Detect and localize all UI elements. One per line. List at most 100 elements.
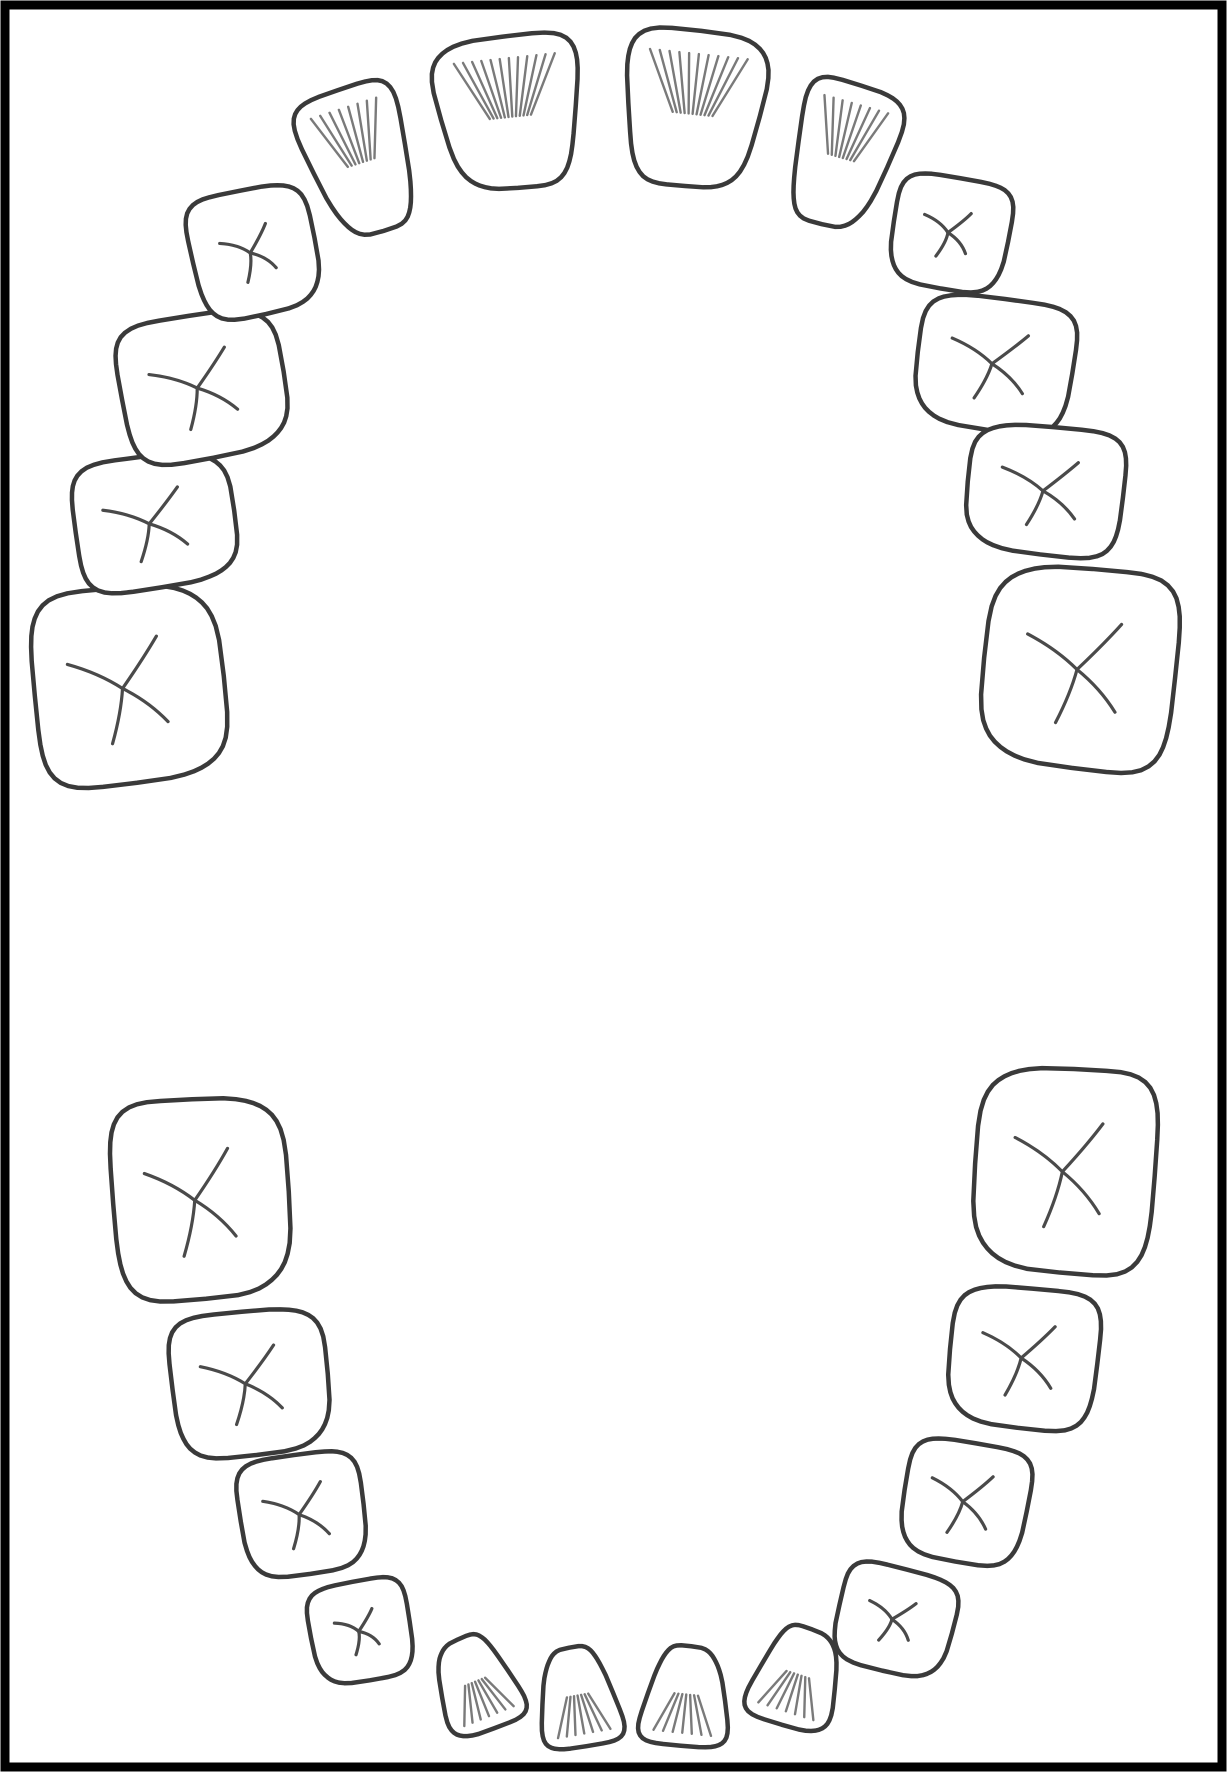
occlusal-groove: [193, 1198, 238, 1238]
enamel-hatch: [793, 1674, 803, 1716]
occlusal-groove: [120, 634, 158, 691]
enamel-hatch: [845, 106, 872, 161]
enamel-hatch: [658, 48, 678, 114]
enamel-hatch: [841, 104, 862, 160]
enamel-hatch: [467, 1683, 474, 1724]
enamel-hatch: [703, 55, 730, 117]
enamel-hatch: [687, 51, 691, 115]
enamel-hatch: [319, 114, 353, 167]
occlusal-groove: [1075, 622, 1124, 672]
occlusal-groove: [246, 251, 253, 284]
occlusal-groove: [234, 1382, 247, 1427]
enamel-hatch: [461, 61, 495, 120]
enamel-hatch: [671, 1692, 684, 1733]
occlusal-groove: [189, 386, 199, 432]
enamel-hatch: [587, 1692, 612, 1731]
tooth-u-r-molar-1: [69, 451, 240, 596]
occlusal-groove: [101, 508, 151, 526]
enamel-hatch: [518, 54, 529, 117]
occlusal-groove: [1000, 465, 1045, 493]
enamel-hatch: [678, 50, 686, 115]
enamel-hatch: [483, 1676, 515, 1708]
occlusal-groove: [890, 1617, 910, 1642]
enamel-hatch: [757, 1669, 788, 1704]
enamel-hatch: [498, 57, 510, 119]
enamel-hatch: [522, 54, 538, 117]
occlusal-groove: [1075, 667, 1117, 714]
enamel-hatch: [823, 93, 830, 155]
tooth-u-r-premolar-2: [113, 308, 290, 468]
enamel-hatch: [572, 1694, 577, 1737]
tooth-outline: [888, 171, 1016, 295]
occlusal-groove: [961, 1475, 995, 1504]
enamel-hatch: [711, 58, 749, 118]
enamel-hatch: [707, 57, 740, 117]
enamel-hatch: [365, 99, 372, 161]
tooth-outline: [899, 1436, 1035, 1569]
tooth-outline: [832, 1559, 961, 1679]
occlusal-groove: [946, 230, 968, 256]
enamel-hatch: [849, 109, 881, 162]
enamel-hatch: [692, 1694, 703, 1737]
occlusal-groove: [930, 1476, 965, 1504]
enamel-hatch: [837, 101, 853, 159]
enamel-hatch: [463, 1684, 467, 1728]
enamel-hatch: [309, 117, 350, 169]
enamel-hatch: [346, 105, 365, 164]
tooth-u-l-canine: [888, 171, 1016, 295]
tooth-outline: [436, 1631, 529, 1739]
lower-arch: [107, 1065, 1161, 1752]
enamel-hatch: [480, 59, 503, 119]
occlusal-groove: [923, 212, 950, 235]
enamel-hatch: [691, 52, 701, 116]
tooth-l-l-canine: [832, 1559, 961, 1679]
enamel-hatch: [373, 96, 378, 160]
enamel-hatch: [688, 1693, 693, 1736]
enamel-hatch: [565, 1695, 572, 1738]
occlusal-groove: [120, 686, 170, 724]
occlusal-groove: [297, 1480, 322, 1517]
tooth-outline: [971, 1065, 1161, 1278]
enamel-hatch: [775, 1672, 796, 1710]
occlusal-groove: [182, 1198, 197, 1258]
occlusal-groove: [243, 1343, 276, 1386]
tooth-u-l-molar-1: [978, 564, 1182, 776]
occlusal-groove: [945, 1500, 965, 1534]
tooth-l-r-canine: [304, 1574, 415, 1686]
tooth-outline: [791, 74, 907, 230]
tooth-l-l-lateral: [742, 1622, 839, 1734]
occlusal-groove: [890, 1602, 918, 1621]
tooth-outline: [69, 451, 240, 596]
occlusal-groove: [195, 345, 226, 390]
tooth-l-l-molar-1: [945, 1284, 1104, 1434]
occlusal-groove: [357, 1606, 374, 1634]
tooth-u-l-lateral: [791, 74, 907, 230]
occlusal-groove: [1019, 1325, 1057, 1360]
tooth-u-l-central: [624, 25, 771, 190]
tooth-outline: [107, 1096, 293, 1304]
enamel-hatch: [579, 1693, 595, 1734]
enamel-hatch: [337, 108, 361, 165]
occlusal-groove: [198, 1365, 247, 1386]
upper-arch: [28, 25, 1182, 791]
tooth-l-r-molar-1: [166, 1307, 332, 1461]
occlusal-groove: [1060, 1170, 1101, 1216]
occlusal-groove: [195, 386, 240, 411]
enamel-hatch: [452, 62, 492, 121]
occlusal-groove: [147, 522, 190, 546]
occlusal-groove: [1053, 667, 1079, 725]
occlusal-groove: [1042, 1170, 1064, 1229]
tooth-outline: [978, 564, 1182, 776]
tooth-u-l-premolar-1: [913, 292, 1080, 437]
occlusal-groove: [297, 1513, 331, 1536]
occlusal-groove: [1003, 1356, 1023, 1397]
enamel-hatch: [328, 111, 357, 166]
enamel-hatch: [507, 56, 514, 118]
enamel-hatch: [784, 1673, 799, 1713]
occlusal-groove: [147, 372, 199, 390]
occlusal-groove: [243, 1382, 284, 1410]
occlusal-groove: [946, 212, 973, 235]
enamel-hatch: [766, 1670, 792, 1707]
enamel-hatch: [696, 1694, 713, 1738]
